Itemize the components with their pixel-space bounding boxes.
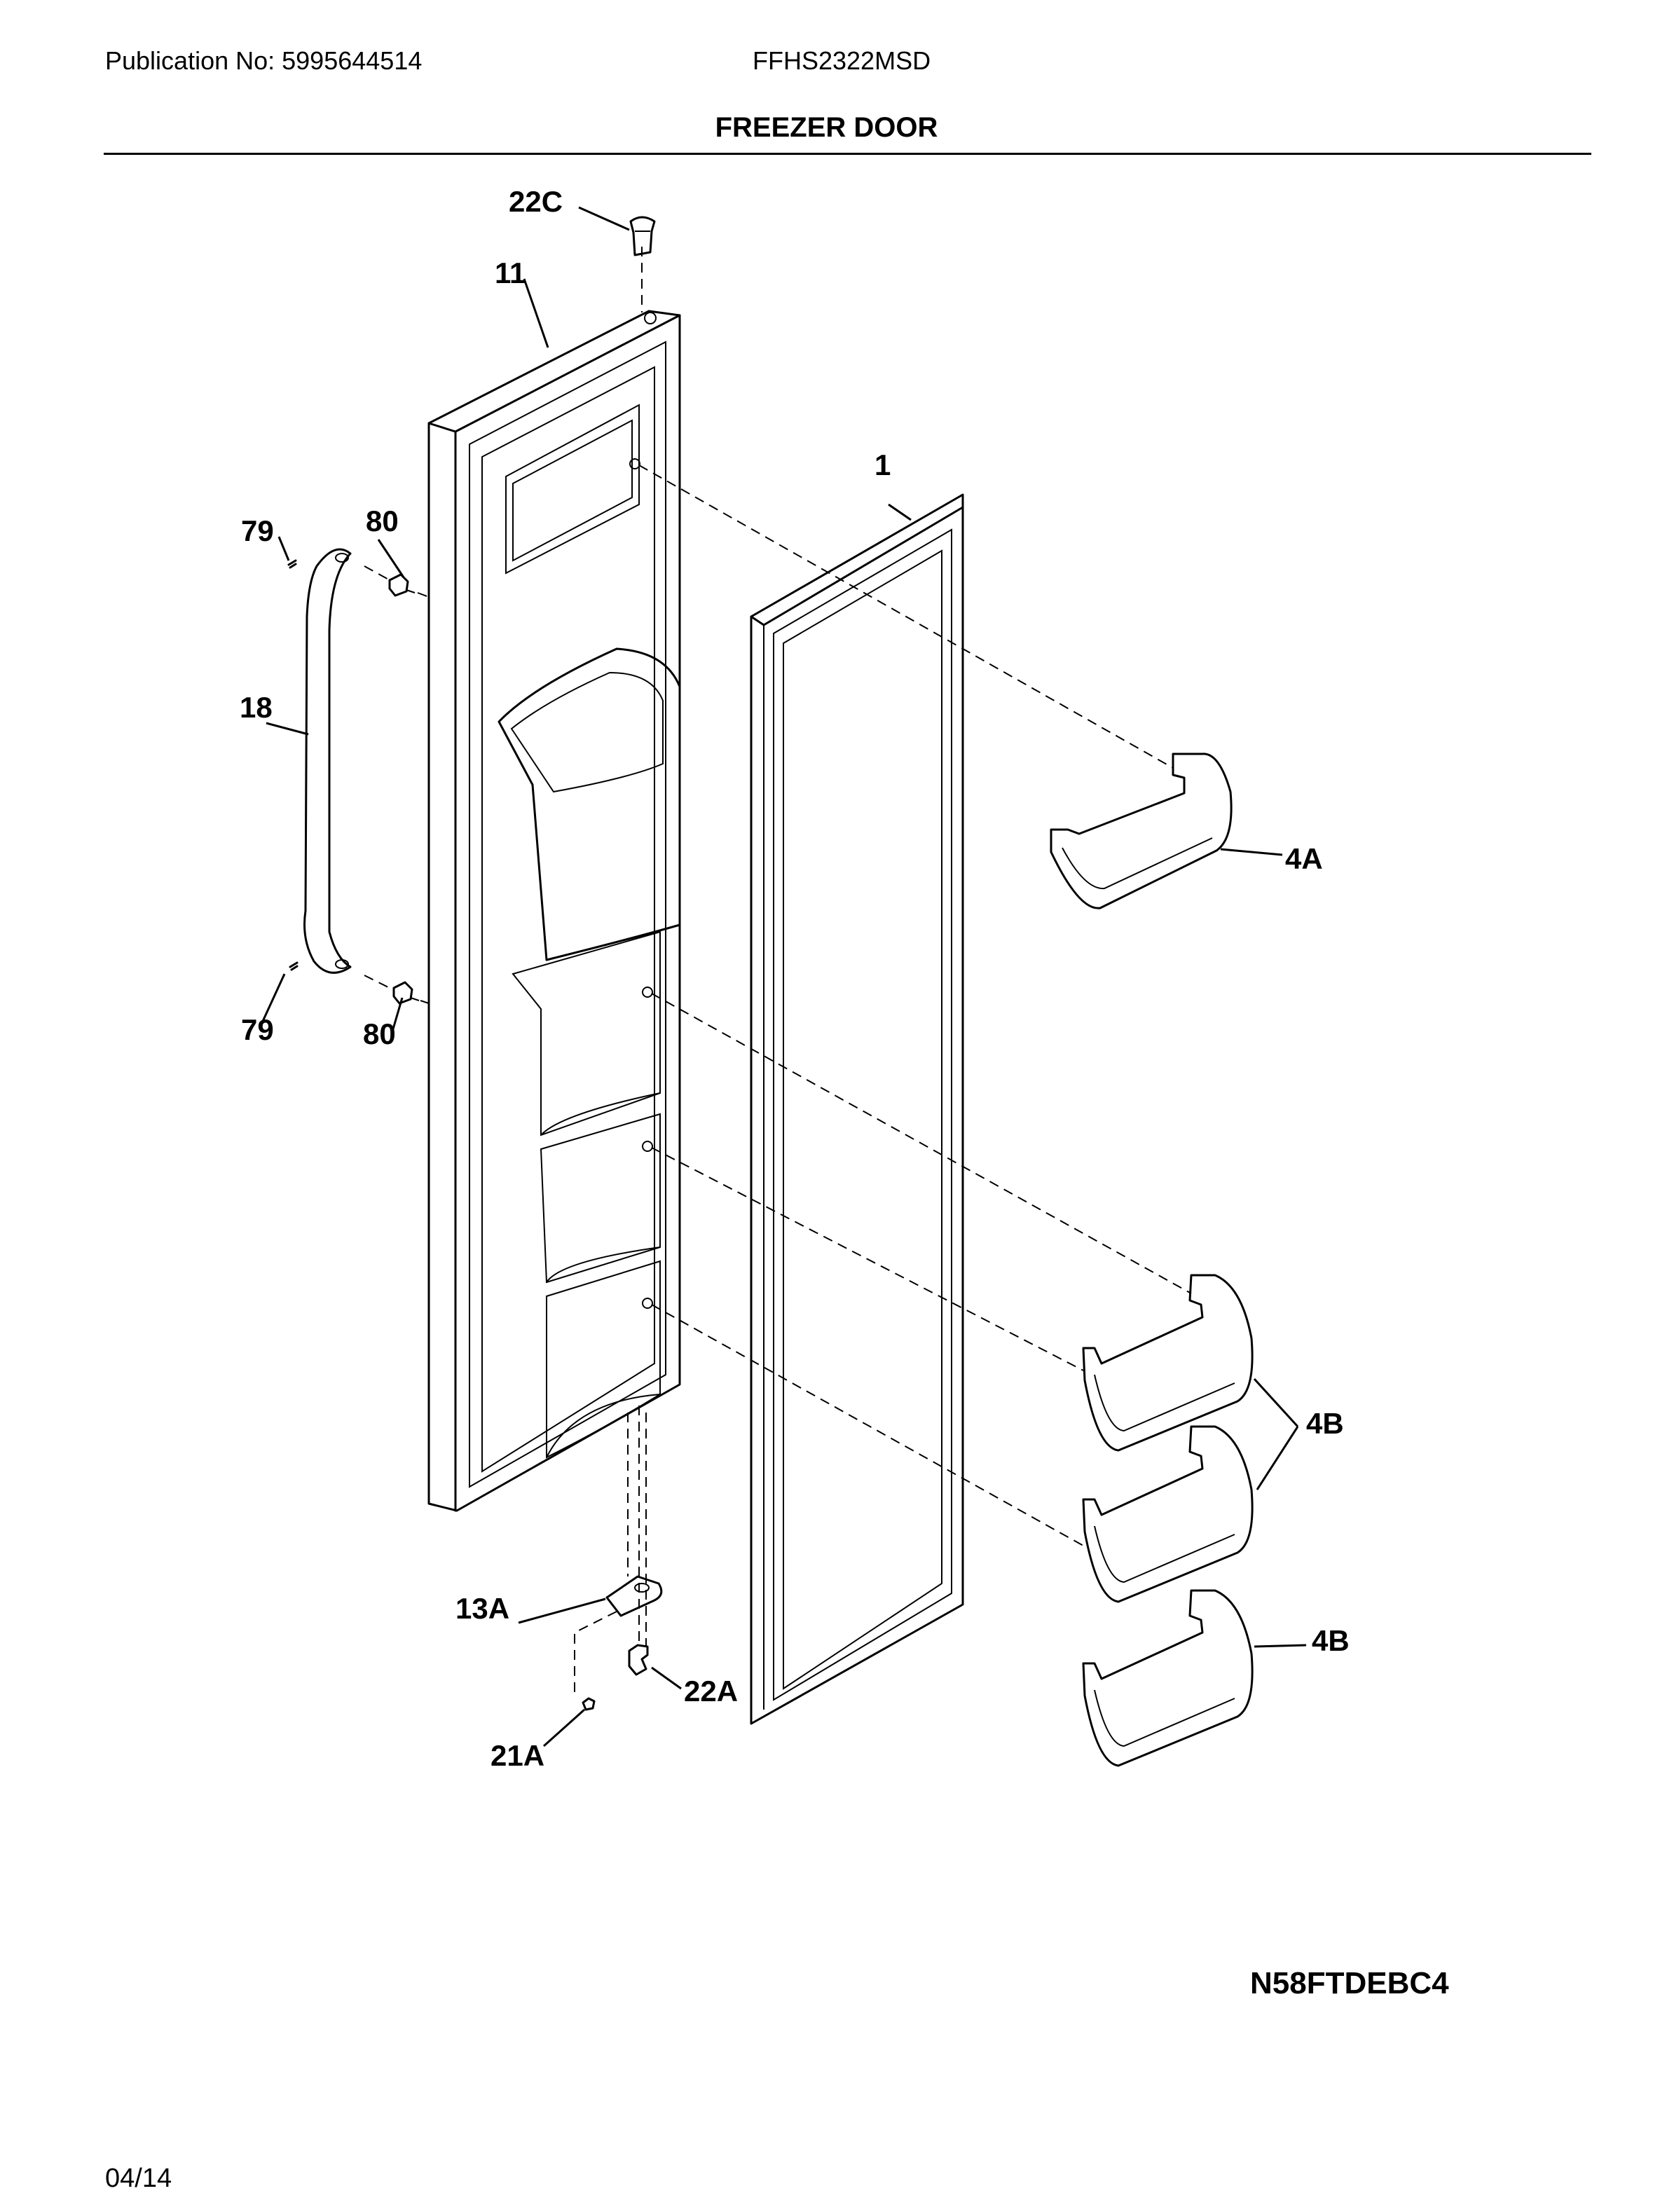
door-bin-4A (1050, 753, 1233, 909)
callout-13A: 13A (455, 1592, 509, 1625)
handle-stud-bottom (392, 981, 420, 1005)
callout-4A: 4A (1285, 842, 1323, 875)
callout-18: 18 (240, 691, 273, 724)
door-handle (303, 548, 352, 974)
callout-80-bottom: 80 (363, 1017, 396, 1050)
assembly-lines (364, 247, 1192, 1696)
door-gasket (750, 493, 964, 1725)
callout-80-top: 80 (366, 504, 399, 537)
door-bin-4B-upper (1082, 1274, 1254, 1452)
callout-22C: 22C (509, 185, 563, 218)
callout-11: 11 (495, 256, 526, 289)
revision-date: 04/14 (105, 2164, 172, 2193)
callout-79-top: 79 (241, 514, 274, 547)
freezer-door-liner (427, 310, 681, 1512)
callout-21A: 21A (491, 1739, 544, 1772)
callout-79-bottom: 79 (241, 1013, 274, 1046)
callout-4B-lower: 4B (1312, 1624, 1350, 1657)
callout-1: 1 (874, 448, 891, 481)
bottom-hinge-bracket (605, 1575, 663, 1617)
door-bin-4B-middle (1082, 1425, 1254, 1603)
page-title: FREEZER DOOR (715, 112, 938, 143)
door-bin-4B-lower (1082, 1589, 1254, 1767)
diagram-code: N58FTDEBC4 (1250, 1966, 1449, 2000)
handle-screw-bottom (289, 961, 299, 971)
header-divider (104, 153, 1591, 155)
handle-stud-top (388, 573, 416, 597)
callout-4B-upper: 4B (1306, 1407, 1344, 1440)
bottom-hinge-bushing (628, 1644, 649, 1676)
publication-number: Publication No: 5995644514 (105, 46, 423, 75)
bottom-screw (582, 1697, 596, 1711)
model-number: FFHS2322MSD (753, 46, 931, 75)
leader-lines (259, 206, 1307, 1747)
handle-screw-top (287, 559, 297, 569)
callout-22A: 22A (684, 1675, 738, 1708)
